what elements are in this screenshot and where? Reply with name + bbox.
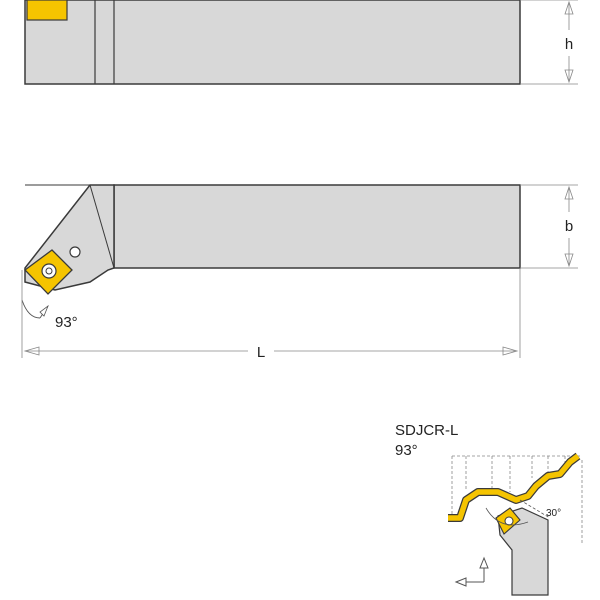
top-insert bbox=[26, 0, 68, 21]
feed-arrows-icon bbox=[454, 556, 489, 587]
clamp-screw bbox=[69, 246, 81, 258]
approach-angle-label: 30° bbox=[546, 508, 561, 519]
angle-93-label: 93° bbox=[55, 314, 78, 331]
height-label: h bbox=[565, 36, 573, 53]
top-shank bbox=[24, 0, 521, 85]
side-view: 93° b L bbox=[21, 184, 578, 361]
top-view: h bbox=[24, 0, 578, 85]
model-angle-label: 93° bbox=[395, 442, 418, 459]
application-sketch: SDJCR-L 93° 30° bbox=[395, 422, 583, 596]
length-label: L bbox=[257, 344, 265, 361]
width-label: b bbox=[565, 218, 573, 235]
app-holder bbox=[497, 507, 549, 596]
side-shank bbox=[113, 184, 521, 269]
model-label: SDJCR-L bbox=[395, 422, 458, 439]
